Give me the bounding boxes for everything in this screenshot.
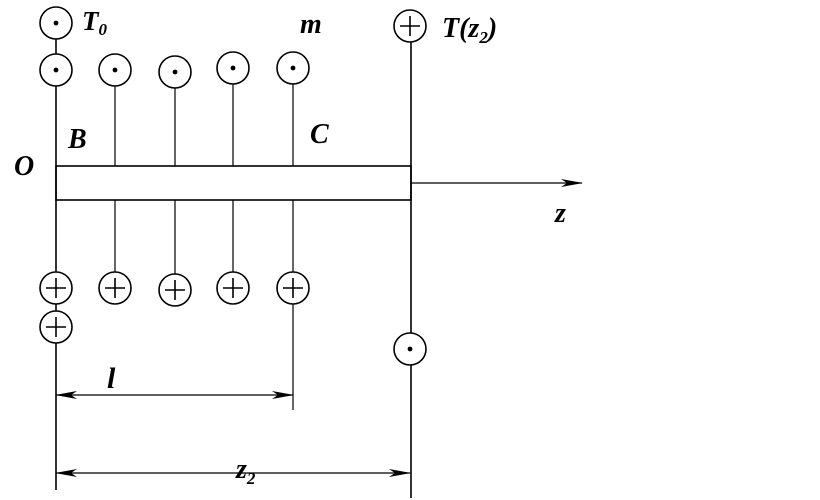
dot-circle-icon (98, 53, 132, 87)
plus-circle-icon (216, 271, 250, 305)
label-l: l (107, 362, 116, 395)
dot-circle-icon (393, 332, 427, 366)
plus-circle-icon (158, 273, 192, 307)
label-z: z (554, 198, 566, 229)
label-m: m (300, 9, 322, 40)
dot-circle-icon (158, 55, 192, 89)
label-t0: T0 (82, 6, 108, 39)
label-c: C (310, 119, 329, 150)
plus-circle-icon (98, 271, 132, 305)
dot-circle-icon (39, 53, 73, 87)
dot-circle-icon (276, 51, 310, 85)
plus-circle-icon (393, 9, 427, 43)
dot-circle-icon (39, 6, 73, 40)
bar (55, 165, 412, 201)
label-t-z2: T(z2) (442, 13, 497, 47)
dot-circle-icon (216, 51, 250, 85)
label-o: O (14, 151, 34, 182)
label-z2: z2 (235, 454, 256, 488)
plus-circle-icon (276, 271, 310, 305)
plus-circle-icon (39, 310, 73, 344)
plus-circle-icon (39, 271, 73, 305)
label-b: B (67, 124, 87, 155)
